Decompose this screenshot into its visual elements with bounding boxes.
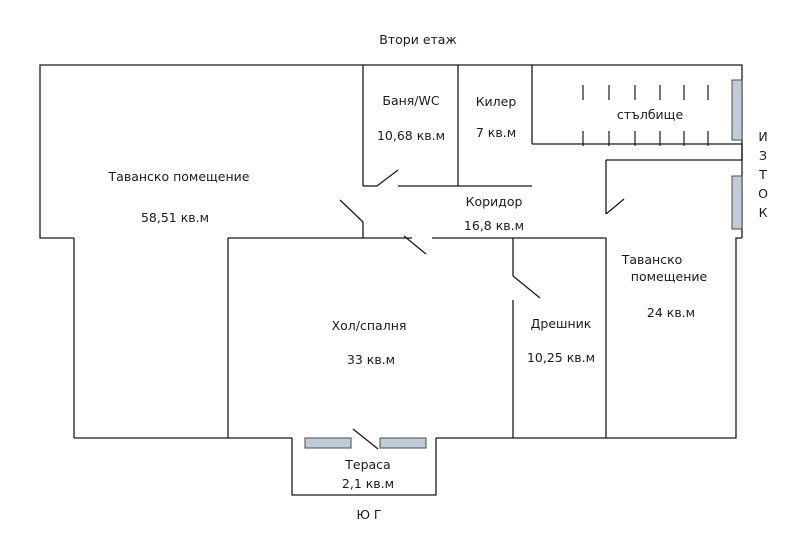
stairs-name: стълбище bbox=[617, 107, 684, 122]
bath-name: Баня/WC bbox=[382, 93, 439, 108]
east-letter-1: И bbox=[758, 129, 767, 144]
terrace-name: Тераса bbox=[344, 457, 390, 472]
doors bbox=[339, 169, 625, 450]
east-letter-4: О bbox=[758, 186, 768, 201]
attic-right-name-line2: помещение bbox=[631, 269, 708, 284]
stairs-steps bbox=[582, 85, 709, 146]
terrace-area: 2,1 кв.м bbox=[342, 476, 394, 491]
window-east-lower bbox=[731, 175, 743, 230]
attic-right-name-line1: Таванско bbox=[621, 252, 683, 267]
attic-left-name: Таванско помещение bbox=[108, 169, 250, 184]
plan-title: Втори етаж bbox=[379, 32, 456, 47]
corridor-area: 16,8 кв.м bbox=[464, 218, 524, 233]
wardrobe-name: Дрешник bbox=[531, 316, 592, 331]
room-labels: Таванско помещение 58,51 кв.м Баня/WC 10… bbox=[108, 93, 708, 491]
window-south-left bbox=[304, 437, 352, 449]
window-east-upper bbox=[731, 79, 743, 141]
attic-left-area: 58,51 кв.м bbox=[141, 210, 209, 225]
interior-walls bbox=[227, 65, 743, 438]
pantry-area: 7 кв.м bbox=[476, 125, 516, 140]
bath-area: 10,68 кв.м bbox=[377, 128, 445, 143]
corridor-name: Коридор bbox=[466, 194, 523, 209]
hall-area: 33 кв.м bbox=[347, 352, 395, 367]
attic-right-area: 24 кв.м bbox=[647, 305, 695, 320]
windows bbox=[304, 79, 743, 449]
east-letter-5: К bbox=[759, 205, 768, 220]
pantry-name: Килер bbox=[476, 94, 517, 109]
east-letter-3: Т bbox=[758, 167, 767, 182]
wardrobe-area: 10,25 кв.м bbox=[527, 350, 595, 365]
window-south-right bbox=[379, 437, 427, 449]
terrace-outline bbox=[291, 438, 437, 496]
compass-south: Ю Г bbox=[356, 507, 381, 522]
east-letter-2: З bbox=[759, 148, 767, 163]
hall-name: Хол/спалня bbox=[332, 318, 407, 333]
compass-east: И З Т О К bbox=[758, 129, 768, 220]
